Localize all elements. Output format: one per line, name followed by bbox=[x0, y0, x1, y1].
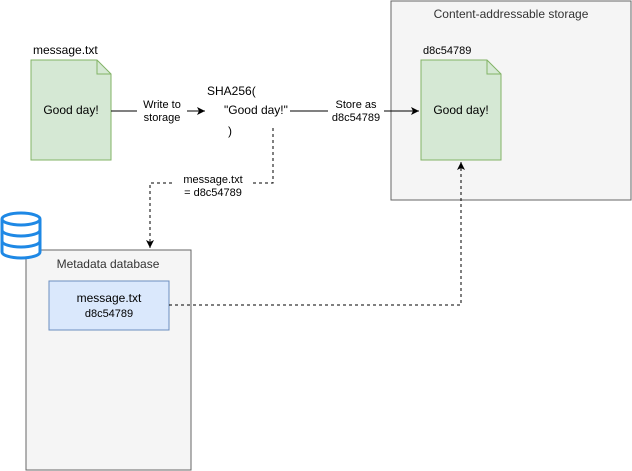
hash-line-2: "Good day!" bbox=[224, 103, 288, 117]
source-document[interactable]: Good day! bbox=[30, 59, 112, 161]
edge-write-label-1: Write to bbox=[143, 99, 181, 111]
record-line-1: message.txt bbox=[77, 291, 142, 305]
edge-reference[interactable] bbox=[169, 162, 465, 306]
edge-store-label-1: Store as bbox=[336, 99, 377, 111]
storage-title: Content-addressable storage bbox=[434, 7, 589, 21]
hash-line-1: SHA256( bbox=[207, 84, 256, 98]
edge-mapping-label-2: = d8c54789 bbox=[184, 187, 242, 199]
metadata-title: Metadata database bbox=[57, 257, 160, 271]
stored-document-content: Good day! bbox=[433, 103, 488, 117]
stored-document[interactable]: Good day! bbox=[420, 59, 502, 161]
record-line-2: d8c54789 bbox=[85, 308, 133, 320]
hash-function: SHA256( "Good day!" ) bbox=[207, 84, 288, 138]
source-document-content: Good day! bbox=[43, 103, 98, 117]
database-icon bbox=[0, 211, 42, 260]
edge-write-to-storage[interactable]: Write to storage bbox=[111, 97, 205, 125]
edge-write-label-2: storage bbox=[144, 112, 181, 124]
file-name-label: message.txt bbox=[33, 43, 98, 57]
edge-store-label-2: d8c54789 bbox=[332, 112, 380, 124]
hash-line-3: ) bbox=[228, 124, 232, 138]
edge-store-as[interactable]: Store as d8c54789 bbox=[290, 97, 419, 125]
stored-file-name-label: d8c54789 bbox=[423, 45, 471, 57]
edge-mapping-label-1: message.txt bbox=[183, 174, 242, 186]
metadata-record[interactable]: message.txt d8c54789 bbox=[48, 280, 170, 331]
edge-mapping[interactable]: message.txt = d8c54789 bbox=[146, 128, 274, 248]
